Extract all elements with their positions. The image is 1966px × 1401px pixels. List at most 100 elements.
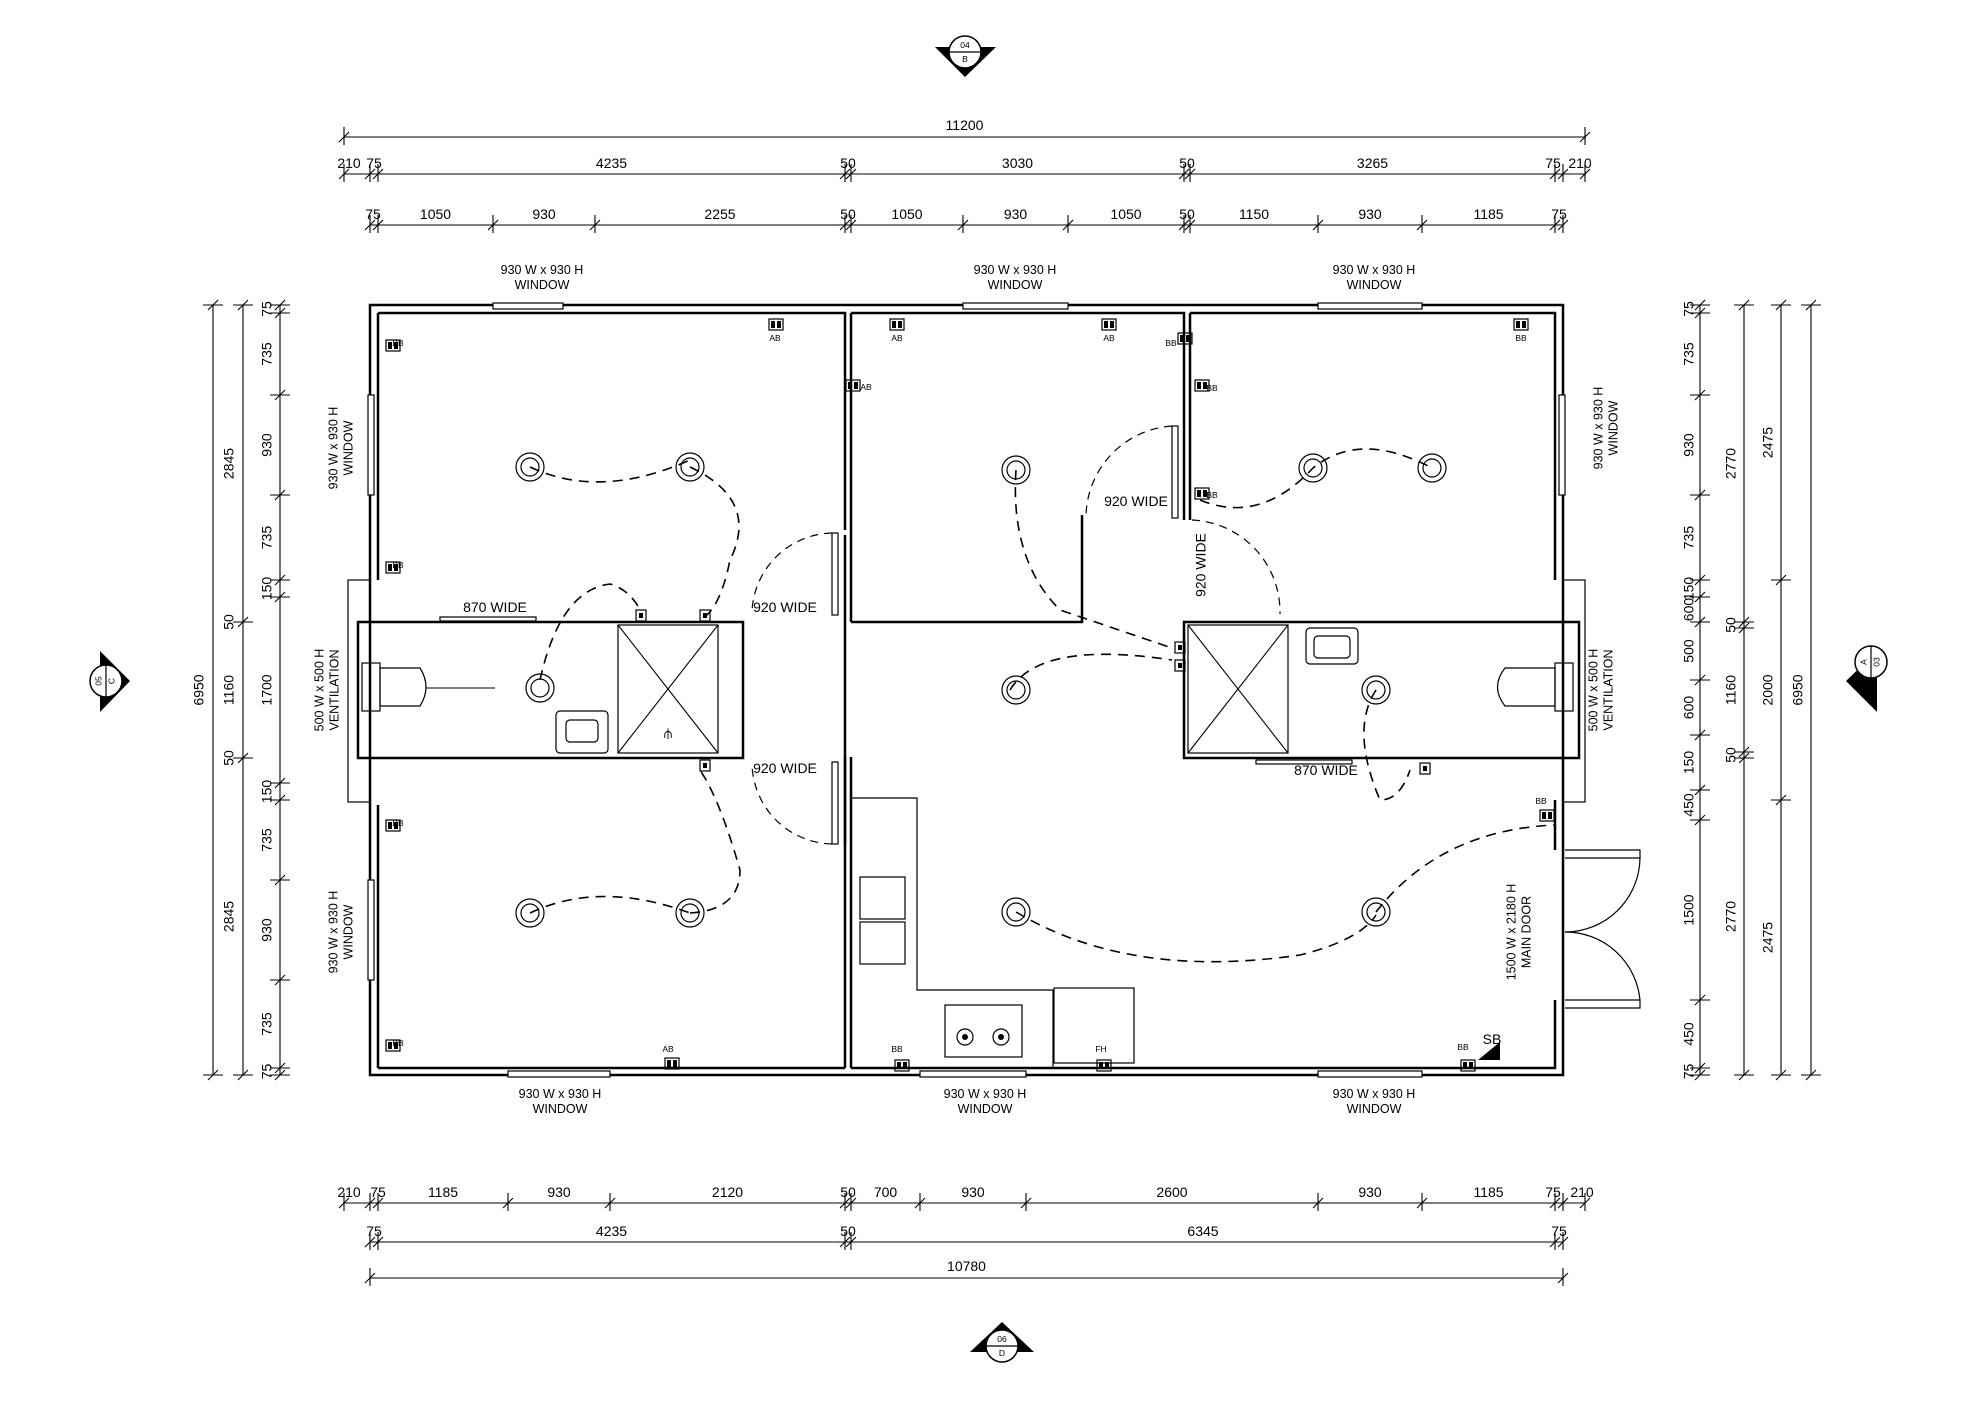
ceiling-light-inner — [680, 903, 700, 923]
ceiling-light-inner — [1006, 902, 1026, 922]
wiring-run — [539, 583, 641, 681]
light-switch — [635, 609, 647, 622]
dimension-label: 50 — [840, 206, 856, 222]
main-door-leaf-bottom — [1565, 999, 1641, 1009]
ceiling-light-outer — [1417, 453, 1447, 483]
kitchen-sink — [859, 921, 906, 965]
walls — [347, 303, 1586, 1077]
wiring-run — [1009, 653, 1173, 691]
window-symbol — [367, 394, 375, 496]
door-leaf — [439, 616, 537, 622]
ceiling-light — [1417, 453, 1447, 483]
window-symbol — [1317, 302, 1423, 310]
ceiling-light-outer — [1298, 453, 1328, 483]
ceiling-light-inner — [530, 678, 550, 698]
window-label: WINDOW — [1606, 400, 1620, 455]
power-outlet-socket — [394, 564, 398, 571]
bathroom1-walls — [356, 620, 745, 760]
power-outlet-socket — [1542, 812, 1546, 819]
power-outlet-socket — [394, 1042, 398, 1049]
power-outlet-socket — [1110, 321, 1114, 328]
power-outlet: BB — [1194, 379, 1218, 393]
fixtures: ⫛ — [361, 624, 1574, 1068]
dimension-label: 2845 — [221, 448, 237, 479]
light-switch-box — [699, 609, 711, 622]
tap-icon: ⫛ — [664, 725, 672, 741]
windows — [367, 302, 1566, 1078]
power-outlet-socket — [1516, 321, 1520, 328]
shower-cross — [617, 624, 719, 754]
dimension-label: 50 — [840, 1184, 856, 1200]
power-outlet-socket — [1203, 490, 1207, 497]
section-marker-bottom: 06 D — [970, 1322, 1034, 1363]
dimension-label: 4235 — [596, 155, 627, 171]
ceiling-light-inner — [520, 457, 540, 477]
power-outlet-socket — [771, 321, 775, 328]
door-width-label: 920 WIDE — [753, 599, 817, 615]
power-outlet-box — [1513, 318, 1529, 331]
outlet-tag: AB — [662, 1044, 674, 1054]
dimension-label: 1185 — [1473, 1184, 1503, 1200]
dimension-label: 210 — [337, 155, 361, 171]
kitchen-sink — [859, 876, 906, 920]
dimension-label: 930 — [547, 1184, 571, 1200]
basin — [1305, 627, 1359, 665]
light-switch — [699, 609, 711, 622]
power-outlet-socket — [898, 321, 902, 328]
outlet-tag: BB — [392, 560, 404, 570]
ceiling-light-inner — [680, 457, 700, 477]
dimension-label: 1500 — [1681, 894, 1697, 925]
shower-tray — [1187, 624, 1289, 754]
main-door-swing-top — [1564, 857, 1641, 933]
door-swing — [1191, 519, 1281, 615]
dimension-label: 700 — [874, 1184, 898, 1200]
window-label: WINDOW — [341, 904, 355, 959]
power-outlet-box — [845, 379, 861, 392]
dimension-label: 75 — [1551, 1223, 1567, 1239]
kitchen-bench — [851, 797, 1054, 1068]
dimension-label: 930 — [1358, 1184, 1382, 1200]
main-door-swing-bottom — [1564, 931, 1641, 1001]
basin-bowl — [565, 719, 599, 743]
window-label: WINDOW — [988, 278, 1043, 292]
bedroom2-north-wall — [851, 311, 1186, 520]
ceiling-light-inner — [1303, 458, 1323, 478]
power-outlet-socket — [777, 321, 781, 328]
power-outlet-socket — [1104, 321, 1108, 328]
power-outlet: BB — [1457, 1042, 1476, 1072]
window-size-label: 930 W x 930 H — [974, 263, 1057, 277]
dimension-label: 1150 — [1239, 206, 1269, 222]
toilet-bowl — [1496, 667, 1556, 707]
power-outlet: AB — [845, 379, 872, 392]
ceiling-light — [1298, 453, 1328, 483]
door-width-label: 870 WIDE — [1294, 762, 1358, 778]
section-marker-right-letter: A — [1858, 659, 1868, 665]
dimension-label: 2770 — [1723, 448, 1739, 479]
dimension-label: 930 — [259, 918, 275, 942]
west-wall-projection — [347, 579, 371, 803]
power-outlet-socket — [848, 382, 852, 389]
power-outlet-socket — [1197, 382, 1201, 389]
ceiling-light-inner — [1366, 902, 1386, 922]
outlet-tag: BB — [1206, 490, 1218, 500]
ceiling-light — [1361, 897, 1391, 927]
outlet-tag: BB — [1165, 338, 1177, 348]
cooktop-burner-centre — [962, 1034, 968, 1040]
dimension-label: 6950 — [191, 674, 207, 705]
outlet-tag: FH — [1095, 1044, 1106, 1054]
dimension-label: 2475 — [1760, 922, 1776, 953]
power-outlet: BB — [1165, 332, 1193, 348]
door-leaf — [831, 761, 839, 845]
switch-wiring — [529, 448, 1556, 963]
outlet-tag: BB — [1206, 383, 1218, 393]
light-switch-box — [1174, 641, 1186, 654]
ceiling-light — [515, 898, 545, 928]
